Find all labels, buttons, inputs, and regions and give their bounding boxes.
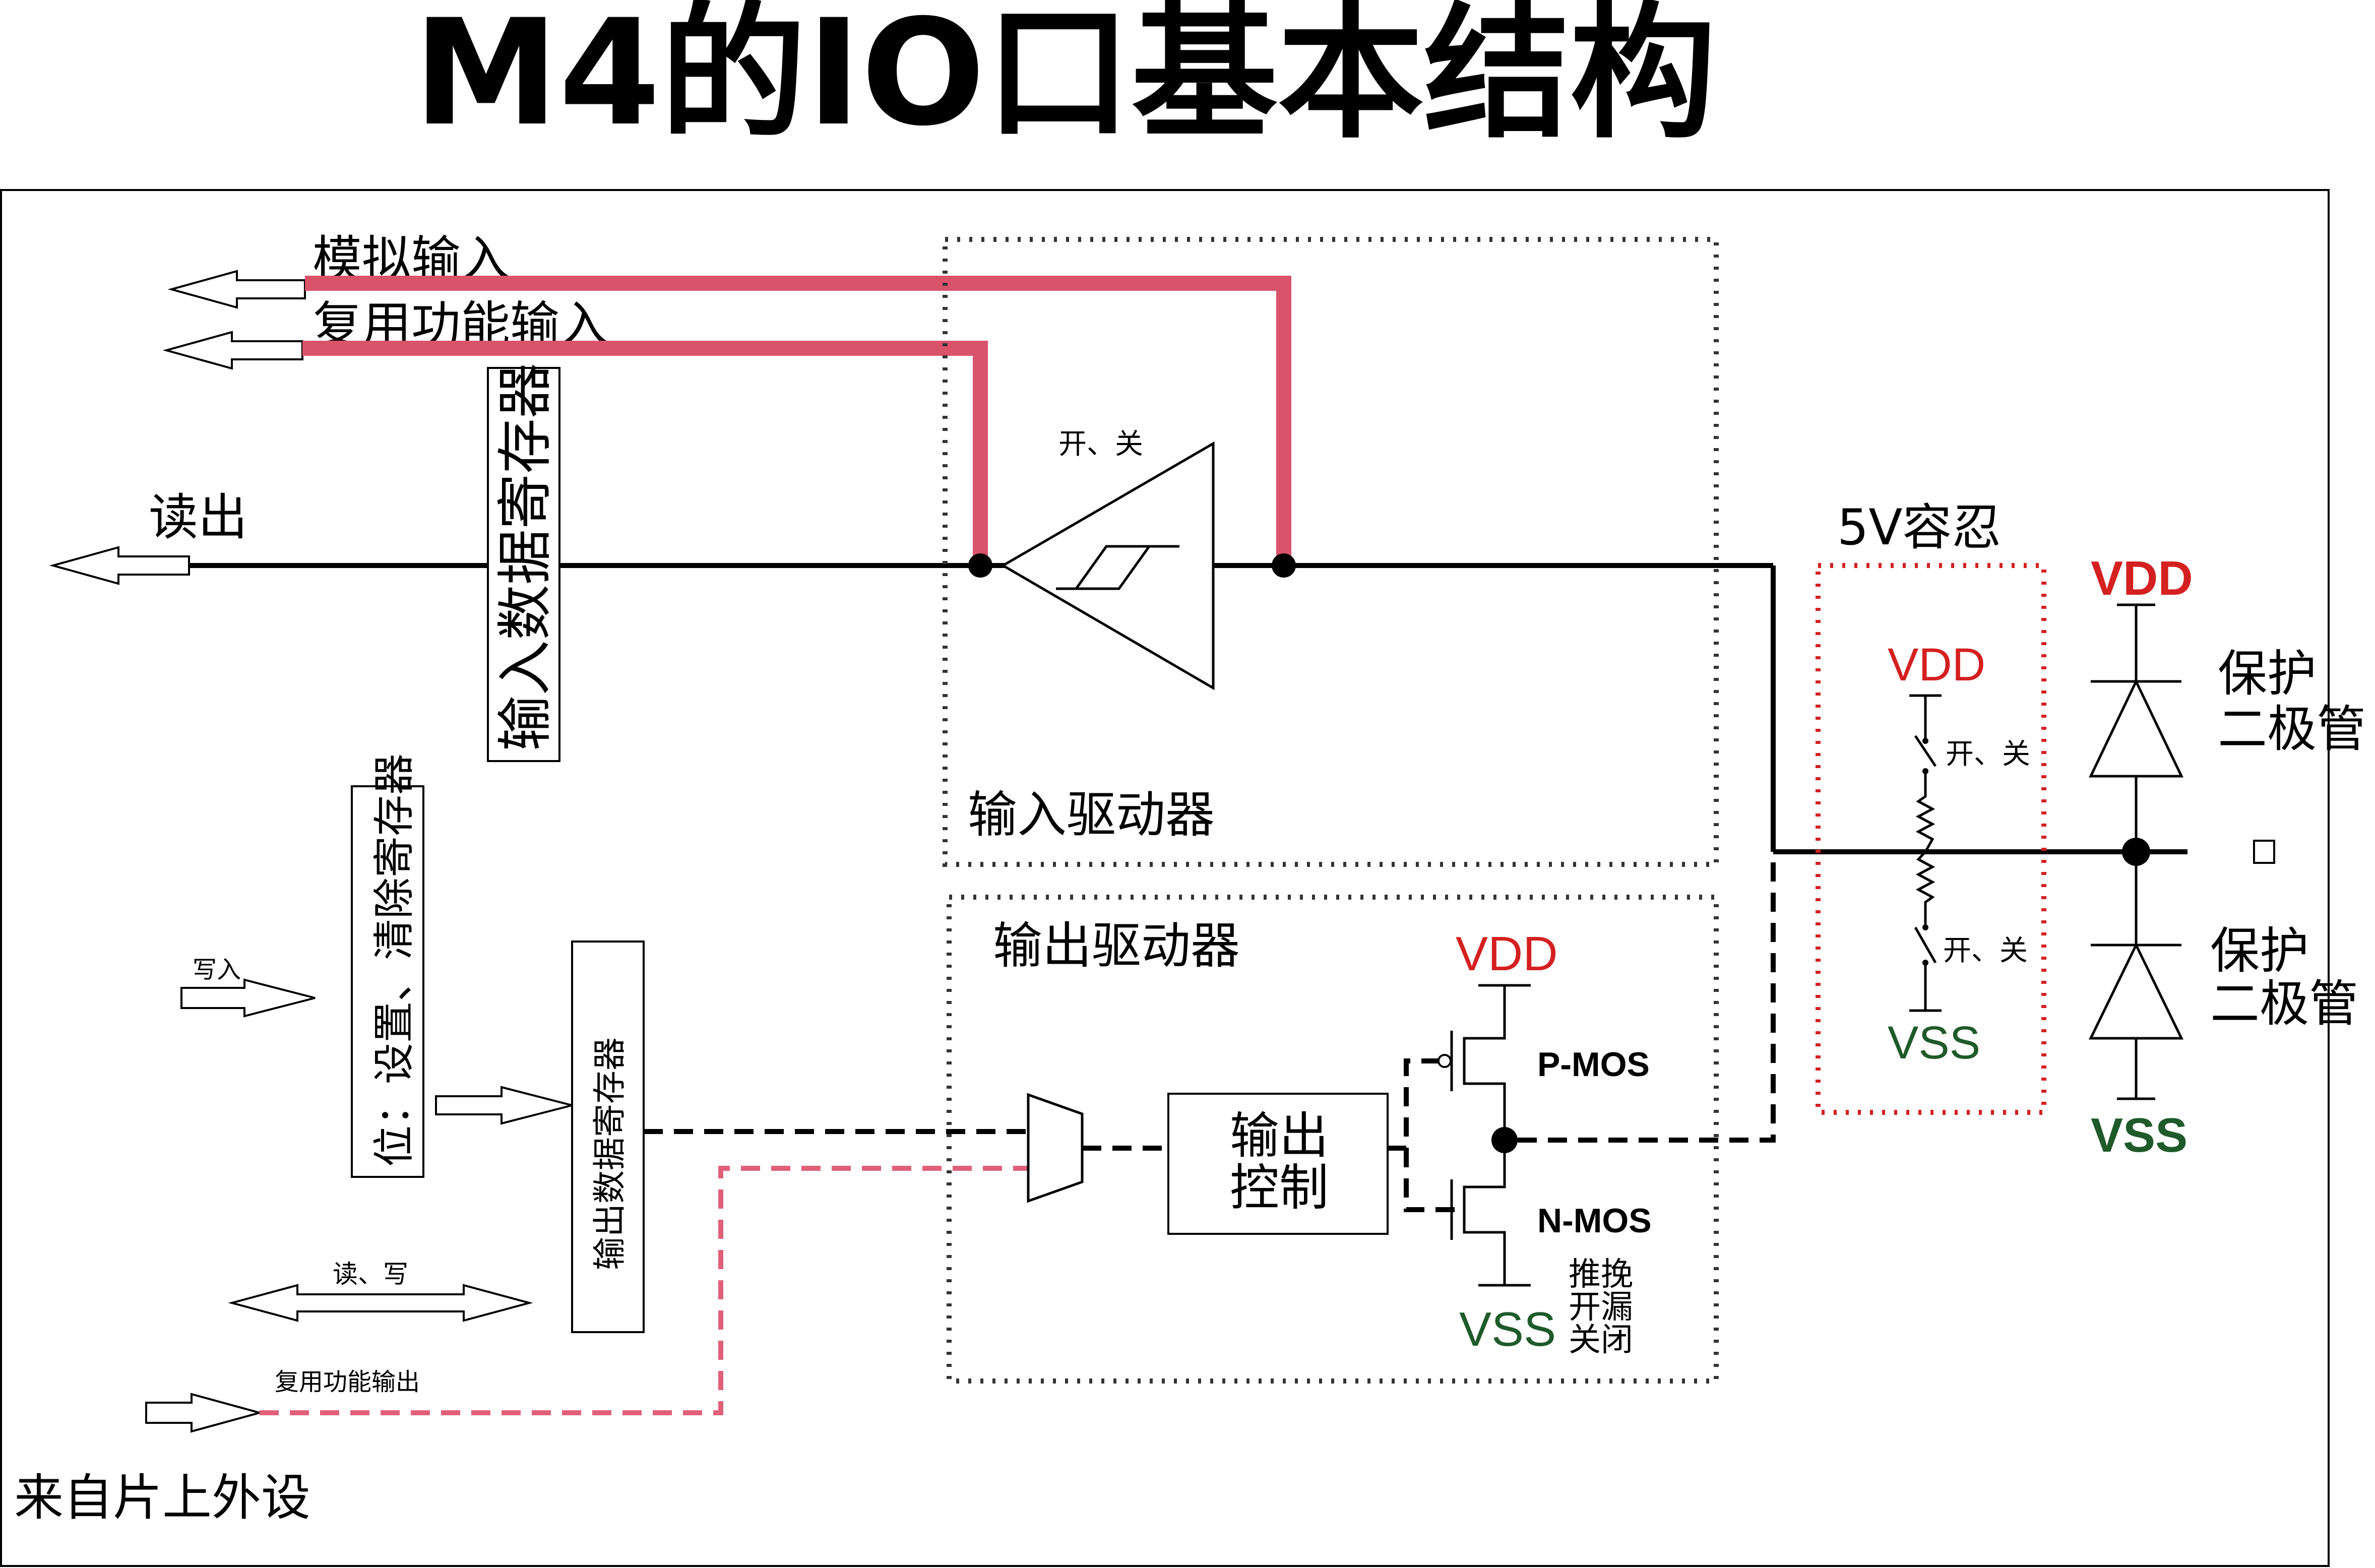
five-v-tolerant-label: 5V容忍 xyxy=(1837,499,2001,556)
set-clear-register-label: 位：设置、清除寄存器 xyxy=(370,754,418,1167)
five-v-switch-top-pivot xyxy=(1922,738,1928,744)
diode-bottom xyxy=(2089,942,2183,1040)
output-vss-label: VSS xyxy=(1459,1302,1556,1356)
pin-junction-dot xyxy=(2122,838,2150,866)
alt-func-output-arrow xyxy=(145,1393,264,1433)
five-v-vdd-label: VDD xyxy=(1888,639,1985,691)
five-v-switch-bottom-label: 开、关 xyxy=(1943,934,2028,967)
output-mux xyxy=(1027,1093,1084,1203)
five-v-switch-top-label: 开、关 xyxy=(1946,738,2030,771)
output-data-register-box xyxy=(571,940,645,1333)
five-v-tolerant-box xyxy=(1816,563,2046,1115)
input-driver-box xyxy=(943,237,1719,867)
diode-vdd-label: VDD xyxy=(2091,551,2193,605)
off-label: 关闭 xyxy=(1569,1322,1633,1359)
output-vdd-label: VDD xyxy=(1456,927,1558,981)
alt-func-output-path xyxy=(260,1166,1028,1415)
input-driver-label: 输入驱动器 xyxy=(968,786,1215,844)
output-driver-box xyxy=(947,895,1719,1384)
gate-line-n xyxy=(1404,1148,1457,1212)
write-in-label: 写入 xyxy=(193,956,241,984)
gate-line-p xyxy=(1388,1058,1442,1151)
junction-dot-right xyxy=(1272,553,1296,578)
n-mos-label: N-MOS xyxy=(1537,1202,1652,1240)
alt-func-input-path xyxy=(302,341,988,566)
schmitt-trigger-buffer xyxy=(1001,441,1215,691)
hysteresis-symbol-2 xyxy=(1075,545,1169,590)
five-v-vss-label: VSS xyxy=(1888,1017,1980,1069)
diagram-title: M4的IO口基本结构 xyxy=(413,0,1716,158)
junction-dot-left xyxy=(968,553,992,578)
schmitt-switch-label: 开、关 xyxy=(1058,428,1143,461)
write-in-arrow xyxy=(180,978,316,1018)
output-control-label-2: 控制 xyxy=(1230,1159,1329,1217)
read-write-label: 读、写 xyxy=(333,1260,408,1289)
output-driver-label: 输出驱动器 xyxy=(993,917,1240,975)
open-drain-label: 开漏 xyxy=(1569,1289,1633,1326)
io-pin-square xyxy=(2253,840,2275,864)
diode-top-label-2: 二极管 xyxy=(2218,701,2366,758)
input-data-register-label: 输入数据寄存器 xyxy=(493,363,557,751)
five-v-switch-top-contact xyxy=(1922,768,1928,774)
drain-to-pin-dashed xyxy=(1518,852,1776,1143)
p-mos-drain xyxy=(1463,985,1506,1140)
diode-vss-label: VSS xyxy=(2091,1108,2188,1162)
pull-up-resistor xyxy=(1915,774,1935,853)
input-data-register-box xyxy=(487,367,560,762)
alt-func-input-arrow xyxy=(162,331,303,370)
p-mos-label: P-MOS xyxy=(1537,1045,1650,1084)
five-v-switch-top xyxy=(1914,735,1937,767)
output-data-register-label: 输出数据寄存器 xyxy=(590,1037,629,1270)
from-peripheral-label: 来自片上外设 xyxy=(14,1469,310,1527)
five-v-switch-bottom xyxy=(1914,926,1937,964)
diode-bottom-label-2: 二极管 xyxy=(2210,975,2358,1033)
n-mos-drain xyxy=(1463,1140,1506,1285)
set-clear-register-box xyxy=(351,785,424,1178)
output-control-box xyxy=(1167,1093,1389,1235)
outer-frame xyxy=(0,189,2330,1567)
analog-input-arrow xyxy=(167,270,306,309)
five-v-switch-bottom-contact xyxy=(1922,924,1928,930)
diode-top xyxy=(2089,678,2183,778)
diode-top-label-1: 保护 xyxy=(2218,645,2317,703)
analog-input-path xyxy=(305,276,1291,566)
output-control-label-1: 输出 xyxy=(1230,1107,1329,1165)
push-pull-label: 推挽 xyxy=(1569,1256,1633,1293)
diode-bottom-label-1: 保护 xyxy=(2210,922,2309,980)
p-mos-gate-bubble xyxy=(1438,1054,1452,1068)
read-out-label: 读出 xyxy=(149,489,247,546)
read-out-arrow xyxy=(49,546,190,585)
alt-func-output-label: 复用功能输出 xyxy=(275,1368,420,1396)
set-clear-to-output-arrow xyxy=(435,1086,573,1125)
pull-down-resistor xyxy=(1915,851,1935,925)
read-write-arrow xyxy=(228,1284,533,1322)
